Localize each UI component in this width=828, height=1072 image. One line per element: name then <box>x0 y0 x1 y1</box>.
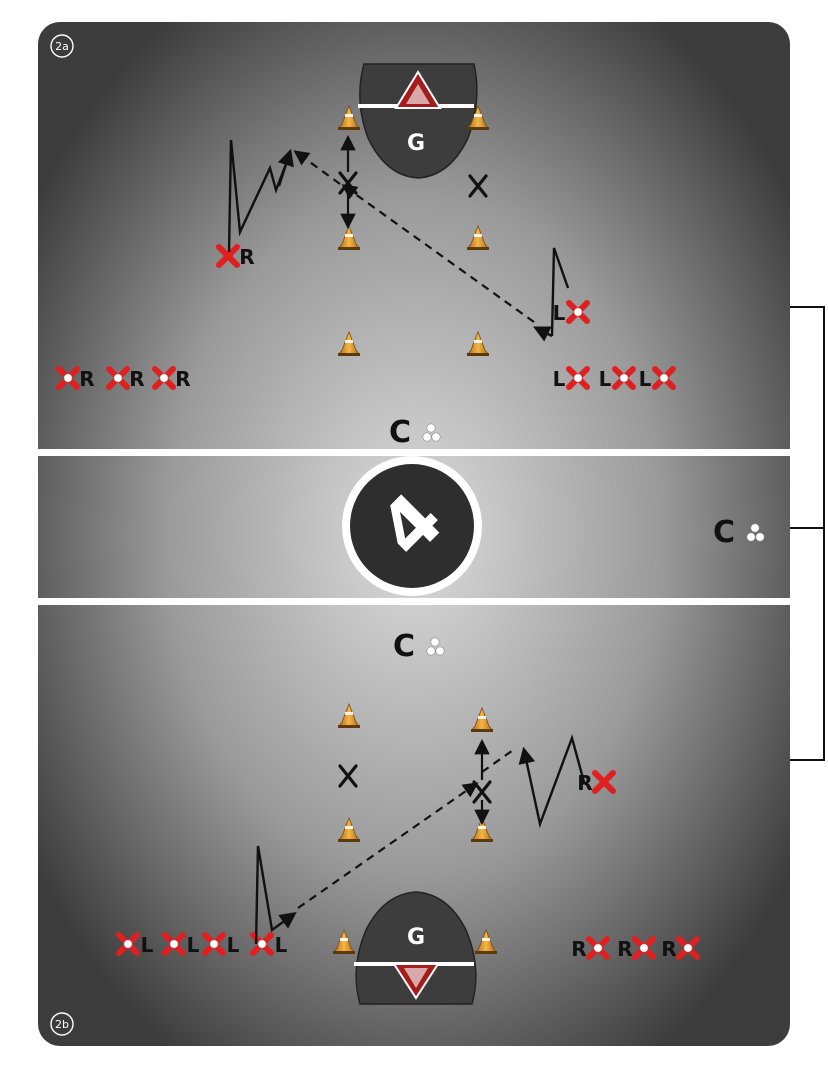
defender-x <box>468 174 488 198</box>
player-foot-label: R <box>571 937 586 961</box>
ball <box>422 432 432 442</box>
players: R R R L L L R L L L L L R R R R <box>56 244 700 961</box>
coach-label: C <box>389 415 411 450</box>
player-foot-label: R <box>129 367 144 391</box>
pass-line-top-b <box>293 150 341 185</box>
panel-label-bottom-text: 2b <box>55 1018 69 1031</box>
cone <box>338 816 360 842</box>
ball <box>430 637 440 647</box>
player-foot-label: R <box>617 937 632 961</box>
goal-bottom: G <box>354 891 477 1005</box>
player-foot-label: L <box>553 301 566 325</box>
ball <box>426 646 436 656</box>
cone <box>467 330 489 356</box>
coach-marker: C <box>389 415 441 450</box>
cone <box>338 224 360 250</box>
player-foot-label: R <box>661 937 676 961</box>
cone <box>333 928 355 954</box>
attacker-player: L <box>202 932 240 957</box>
cone <box>338 702 360 728</box>
goal-bottom-label: G <box>407 925 425 950</box>
ball <box>750 523 760 533</box>
cone <box>467 224 489 250</box>
panel-label-top-text: 2a <box>55 40 69 53</box>
attacker-player: L <box>639 366 676 391</box>
ball <box>435 646 445 656</box>
goal-top-label: G <box>407 131 425 156</box>
dribble-path-bottom-right <box>518 734 586 829</box>
dribble-path-top-left <box>227 139 294 253</box>
coach-marker: C <box>393 629 445 664</box>
attacker-player: R <box>216 244 255 269</box>
midline-bottom <box>38 598 790 605</box>
player-foot-label: L <box>599 367 612 391</box>
pass-line-top-a <box>341 184 535 323</box>
player-foot-label: R <box>79 367 94 391</box>
player-foot-label: L <box>141 933 154 957</box>
ball <box>746 532 756 542</box>
defender-x <box>338 764 358 788</box>
attacker-player: L <box>553 366 590 391</box>
cone <box>338 330 360 356</box>
defenders <box>338 171 492 804</box>
player-foot-label: L <box>275 933 288 957</box>
cone <box>475 928 497 954</box>
dribble-path-bottom-left <box>254 845 297 945</box>
attacker-player: L <box>599 366 636 391</box>
player-foot-label: R <box>175 367 190 391</box>
bracket-line <box>790 306 825 761</box>
attacker-player: R <box>152 366 191 391</box>
attacker-player: L <box>162 932 200 957</box>
panel-label-top: 2a <box>50 34 74 58</box>
logo-mark: 4 <box>342 456 482 596</box>
cone <box>471 816 493 842</box>
coach-label: C <box>393 629 415 664</box>
attacker-player: L <box>116 932 154 957</box>
player-foot-label: R <box>239 245 254 269</box>
cone <box>467 104 489 130</box>
player-foot-label: L <box>227 933 240 957</box>
cones <box>333 104 497 954</box>
cone <box>338 104 360 130</box>
coaches: C C C <box>389 415 765 664</box>
attacker-player: R <box>571 936 610 961</box>
coach-label: C <box>713 515 735 550</box>
cone <box>471 706 493 732</box>
attacker-player: R <box>106 366 145 391</box>
ball <box>426 423 436 433</box>
dribble-arrow-top-right <box>532 326 553 342</box>
ball <box>431 432 441 442</box>
attacker-player: R <box>56 366 95 391</box>
dribble-path-top-right <box>550 247 570 337</box>
attacker-player: R <box>661 936 700 961</box>
goal-top: G <box>358 63 478 179</box>
midline-top <box>38 449 790 456</box>
attacker-player: L <box>250 932 288 957</box>
attacker-player: L <box>553 300 590 325</box>
panel-label-bottom: 2b <box>50 1012 74 1036</box>
player-foot-label: L <box>187 933 200 957</box>
attacker-player: R <box>617 936 656 961</box>
attacker-player: R <box>577 770 616 795</box>
pass-line-bottom-b <box>481 747 517 773</box>
player-foot-label: R <box>577 771 592 795</box>
coach-marker: C <box>713 515 765 550</box>
player-foot-label: L <box>639 367 652 391</box>
player-foot-label: L <box>553 367 566 391</box>
ball <box>755 532 765 542</box>
